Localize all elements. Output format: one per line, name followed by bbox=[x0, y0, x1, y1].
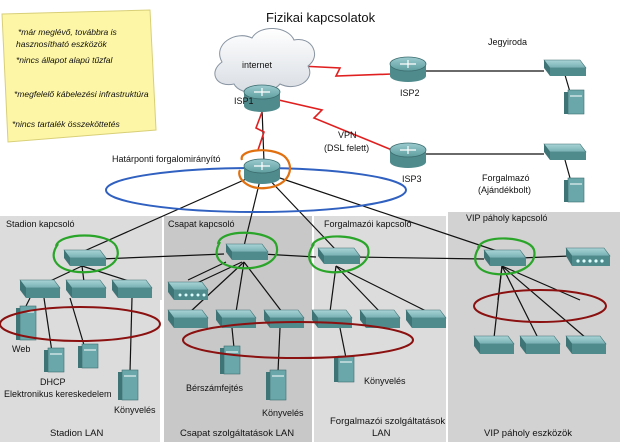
csapat-switch-label: Csapat kapcsoló bbox=[168, 219, 235, 229]
switch-csapat-access-3 bbox=[263, 309, 305, 328]
switch-forgalmazo bbox=[543, 143, 587, 160]
wan-links bbox=[254, 65, 393, 151]
vip-switch-label: VIP páholy kapcsoló bbox=[466, 213, 547, 223]
zone-forgalmazoi-bg bbox=[314, 216, 446, 442]
existing-ring-stadion bbox=[52, 234, 119, 274]
server-stadion-2 bbox=[78, 343, 99, 369]
vpn-label-2: (DSL felett) bbox=[324, 143, 369, 153]
switch-vip bbox=[483, 249, 527, 266]
switch-vip-access-3 bbox=[565, 335, 607, 354]
existing-ring-forgalmazoi bbox=[308, 235, 370, 274]
server-forgalmazo bbox=[564, 177, 585, 203]
internet-cloud: internet bbox=[214, 28, 315, 94]
isp3-label: ISP3 bbox=[402, 174, 422, 184]
zone-vip-bg bbox=[448, 212, 620, 442]
switch-csapat bbox=[225, 243, 269, 260]
switch-jegyiroda bbox=[543, 59, 587, 76]
server-konyveles-csapat bbox=[266, 369, 287, 401]
berszamfejtes-label: Bérszámfejtés bbox=[186, 383, 244, 393]
servers bbox=[16, 305, 355, 401]
server-berszamfejtes bbox=[220, 345, 241, 375]
forgalmazoi-switch-label: Forgalmazói kapcsoló bbox=[324, 219, 412, 229]
zone-csapat-title: Csapat szolgáltatások LAN bbox=[180, 428, 294, 439]
router-border bbox=[243, 158, 281, 184]
switch-stadion-access-3 bbox=[111, 279, 153, 298]
server-jegyiroda bbox=[564, 89, 585, 115]
internet-label: internet bbox=[242, 60, 273, 70]
legend-item-redundancy: *nincs tartalék összeköttetés bbox=[12, 119, 120, 129]
border-router-label: Határponti forgalomirányító bbox=[112, 154, 221, 164]
dhcp-label: DHCP bbox=[40, 377, 66, 387]
isp2-label: ISP2 bbox=[400, 88, 420, 98]
vpn-label-1: VPN bbox=[338, 130, 357, 140]
zone-forgalmazoi-title-1: Forgalmazói szolgáltatások bbox=[330, 416, 445, 427]
router-isp3 bbox=[389, 142, 427, 168]
switch-forgalmazoi-access-2 bbox=[359, 309, 401, 328]
zone-forgalmazoi-title-2: LAN bbox=[372, 428, 391, 439]
switch-csapat-access-1 bbox=[167, 309, 209, 328]
switch-vip-access-1 bbox=[473, 335, 515, 354]
diagram-title: Fizikai kapcsolatok bbox=[266, 10, 376, 25]
switch-forgalmazoi-access-1 bbox=[311, 309, 353, 328]
zone-vip-title: VIP páholy eszközök bbox=[484, 428, 572, 439]
forgalmazo-label-2: (Ajándékbolt) bbox=[478, 185, 531, 195]
switch-vip-access-2 bbox=[519, 335, 561, 354]
legend-note: *már meglévő, továbbra is hasznosítható … bbox=[1, 9, 157, 143]
stadion-switch-label: Stadion kapcsoló bbox=[6, 219, 75, 229]
router-isp2 bbox=[389, 56, 427, 82]
konyveles-csapat-label: Könyvelés bbox=[262, 408, 304, 418]
firewall-ring bbox=[238, 149, 292, 190]
switch-forgalmazoi-access-3 bbox=[405, 309, 447, 328]
hub-vip bbox=[565, 247, 611, 266]
server-konyveles-stadion bbox=[118, 369, 139, 401]
web-label: Web bbox=[12, 344, 30, 354]
jegyiroda-label: Jegyiroda bbox=[488, 37, 527, 47]
router-isp1 bbox=[243, 84, 281, 112]
zone-stadion-title: Stadion LAN bbox=[50, 428, 103, 439]
cabling-ellipse-vip bbox=[473, 289, 607, 323]
legend-item-cabling: *megfelelő kábelezési infrastruktúra bbox=[14, 89, 149, 99]
legend-item-existing-2: hasznosítható eszközök bbox=[16, 39, 107, 49]
hub-csapat bbox=[167, 281, 209, 300]
cabling-ellipse-csapat bbox=[182, 321, 414, 359]
konyveles-forgalmazoi-label: Könyvelés bbox=[364, 376, 406, 386]
legend-item-existing-1: *már meglévő, továbbra is bbox=[18, 27, 117, 37]
switch-stadion bbox=[63, 249, 107, 266]
existing-ring-csapat bbox=[215, 231, 279, 270]
ecommerce-label: Elektronikus kereskedelem bbox=[4, 389, 112, 399]
server-konyveles-forgalmazoi bbox=[334, 355, 355, 383]
switch-stadion-access-2 bbox=[65, 279, 107, 298]
cabling-ellipse-stadion bbox=[0, 306, 161, 342]
konyveles-stadion-label: Könyvelés bbox=[114, 405, 156, 415]
switch-stadion-access-1 bbox=[19, 279, 61, 298]
existing-ring-vip bbox=[474, 237, 536, 276]
access-switches bbox=[19, 279, 607, 354]
server-dhcp bbox=[44, 347, 65, 373]
forgalmazo-label-1: Forgalmazó bbox=[482, 173, 530, 183]
legend-item-firewall: *nincs állapot alapú tűzfal bbox=[16, 55, 114, 65]
switch-forgalmazoi bbox=[317, 247, 361, 264]
isp1-label: ISP1 bbox=[234, 96, 254, 106]
